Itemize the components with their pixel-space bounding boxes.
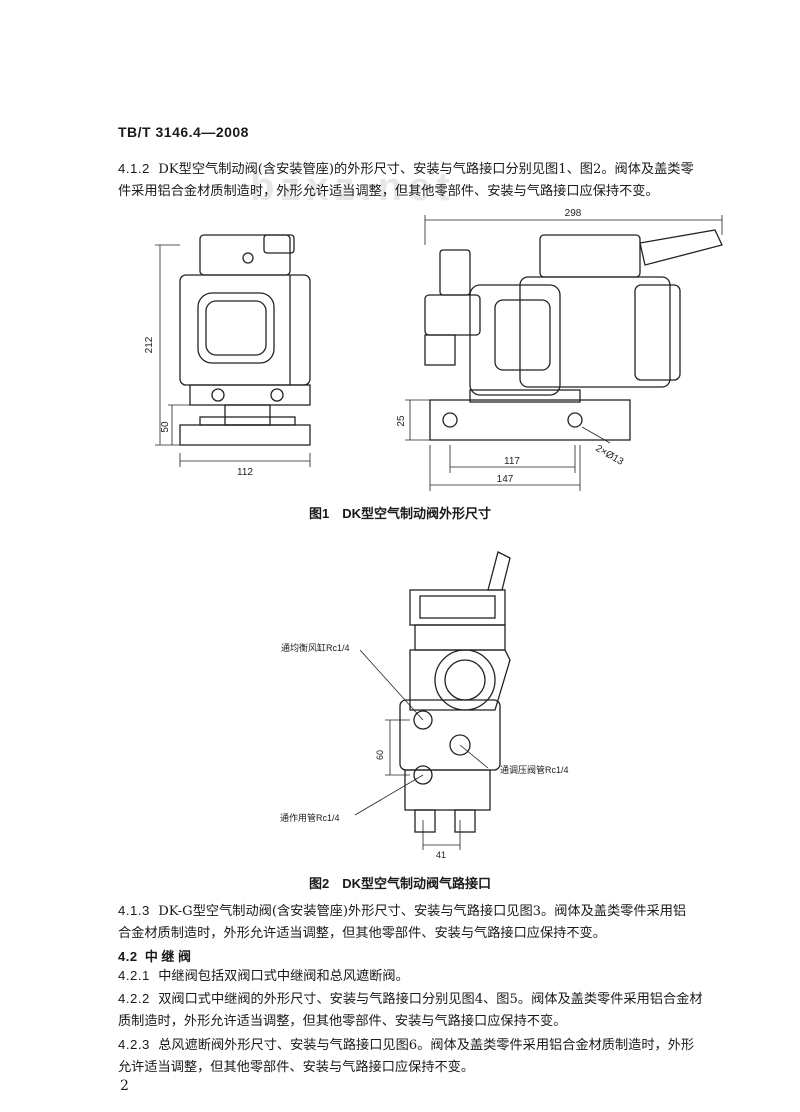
dim-50: 50 xyxy=(160,421,171,433)
figure-2-caption: 图2 DK型空气制动阀气路接口 xyxy=(308,876,491,891)
paragraph-4-2-2: 4.2.2 双阀口式中继阀的外形尺寸、安装与气路接口分别见图4、图5。阀体及盖类… xyxy=(118,988,703,1033)
clause-number: 4.2.3 xyxy=(118,1037,150,1052)
dim-212: 212 xyxy=(144,336,155,353)
page-number: 2 xyxy=(120,1078,129,1094)
section-number: 4.2 xyxy=(118,949,138,964)
clause-number: 4.1.2 xyxy=(118,161,150,176)
dim-112: 112 xyxy=(237,467,253,478)
dim-holes: 2×Ø13 xyxy=(594,443,626,468)
clause-text-line1: 双阀口式中继阀的外形尺寸、安装与气路接口分别见图4、图5。阀体及盖类零件采用铝合… xyxy=(158,992,703,1007)
label-equalizing-reservoir: 通均衡风缸Rc1/4 xyxy=(281,643,350,653)
left-top-block xyxy=(199,234,291,276)
paragraph-4-1-2: 4.1.2 DK型空气制动阀(含安装管座)的外形尺寸、安装与气路接口分别见图1、… xyxy=(118,158,694,203)
watermark: bzxz.net xyxy=(250,165,456,209)
figure-1-drawing: 212 50 112 298 25 117 147 2×Ø13 xyxy=(144,208,723,491)
clause-text-line2: 合金材质制造时，外形允许适当调整，但其他零部件、安装与气路接口应保持不变。 xyxy=(118,926,606,941)
label-pressure-regulator-pipe: 通调压阀管Rc1/4 xyxy=(500,765,569,775)
dim-147: 147 xyxy=(497,474,514,485)
left-cover-plate xyxy=(197,292,275,364)
clause-text-line2: 允许适当调整，但其他零部件、安装与气路接口应保持不变。 xyxy=(118,1060,475,1075)
section-title: 中 继 阀 xyxy=(144,949,192,964)
clause-number: 4.2.2 xyxy=(118,991,150,1006)
clause-text-line1: 中继阀包括双阀口式中继阀和总风遮断阀。 xyxy=(158,969,409,984)
section-heading-4-2: 4.2 中 继 阀 xyxy=(118,946,191,965)
figure-2-drawing: 60 41 xyxy=(354,551,511,860)
dim-41: 41 xyxy=(436,850,446,860)
paragraph-4-2-1: 4.2.1 中继阀包括双阀口式中继阀和总风遮断阀。 xyxy=(118,965,409,988)
paragraph-4-2-3: 4.2.3 总风遮断阀外形尺寸、安装与气路接口见图6。阀体及盖类零件采用铝合金材… xyxy=(118,1034,694,1079)
dim-25: 25 xyxy=(396,415,407,427)
label-working-pipe: 通作用管Rc1/4 xyxy=(280,813,340,823)
clause-number: 4.2.1 xyxy=(118,968,150,983)
clause-number: 4.1.3 xyxy=(118,903,150,918)
figure-1-caption: 图1 DK型空气制动阀外形尺寸 xyxy=(308,506,491,521)
clause-text-line1: 总风遮断阀外形尺寸、安装与气路接口见图6。阀体及盖类零件采用铝合金材质制造时，外… xyxy=(158,1038,695,1053)
dim-117: 117 xyxy=(504,456,520,467)
dim-60: 60 xyxy=(375,750,385,760)
clause-text-line1: DK-G型空气制动阀(含安装管座)外形尺寸、安装与气路接口见图3。阀体及盖类零件… xyxy=(158,904,687,919)
standard-code-header: TB/T 3146.4—2008 xyxy=(118,124,249,140)
clause-text-line1: DK型空气制动阀(含安装管座)的外形尺寸、安装与气路接口分别见图1、图2。阀体及… xyxy=(158,162,694,177)
clause-text-line2: 件采用铝合金材质制造时，外形允许适当调整，但其他零部件、安装与气路接口应保持不变… xyxy=(118,184,659,199)
paragraph-4-1-3: 4.1.3 DK-G型空气制动阀(含安装管座)外形尺寸、安装与气路接口见图3。阀… xyxy=(118,900,686,945)
dim-298: 298 xyxy=(565,208,582,219)
clause-text-line2: 质制造时，外形允许适当调整，但其他零部件、安装与气路接口应保持不变。 xyxy=(118,1014,567,1029)
